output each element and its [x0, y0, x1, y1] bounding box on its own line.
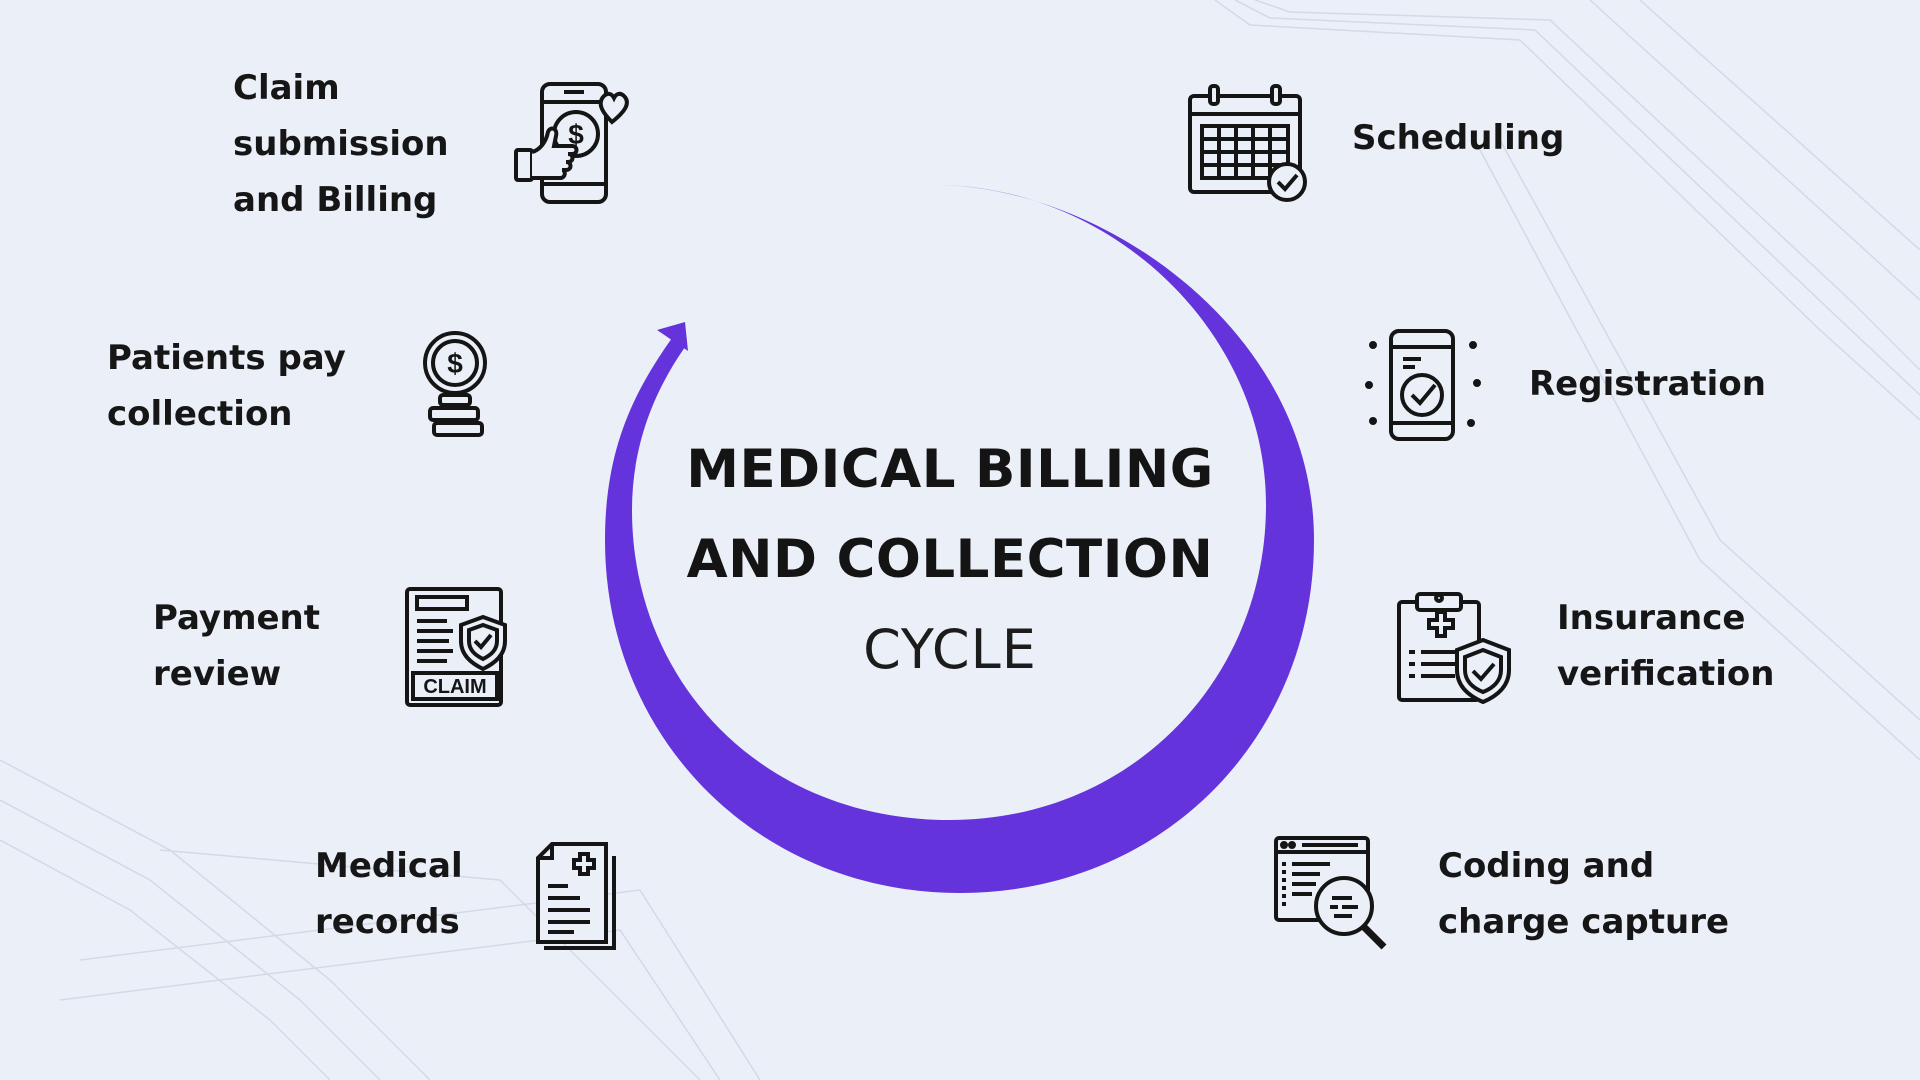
- title-line-2: AND COLLECTION: [686, 529, 1214, 590]
- step-label-claim-submission-billing: Claim submission and Billing: [233, 68, 449, 220]
- step-label-payment-review: Payment review: [153, 598, 321, 694]
- medical-document-icon: [536, 842, 616, 950]
- cycle-title: MEDICAL BILLING AND COLLECTION CYCLE: [620, 425, 1280, 695]
- calendar-check-icon: [1188, 84, 1307, 202]
- step-label-medical-records: Medical records: [315, 846, 463, 942]
- title-line-3: CYCLE: [863, 618, 1037, 681]
- step-label-insurance-verification: Insurance verification: [1557, 598, 1775, 694]
- clipboard-shield-icon: [1397, 592, 1511, 705]
- step-label-patients-pay-collection: Patients pay collection: [107, 338, 346, 434]
- step-label-coding-charge-capture: Coding and charge capture: [1438, 846, 1730, 942]
- svg-text:$: $: [447, 348, 463, 379]
- claim-document-icon: CLAIM: [405, 587, 507, 707]
- phone-check-icon: [1365, 329, 1481, 441]
- title-line-1: MEDICAL BILLING: [686, 439, 1214, 500]
- step-label-registration: Registration: [1529, 364, 1766, 404]
- code-search-icon: [1274, 836, 1387, 950]
- step-label-scheduling: Scheduling: [1352, 118, 1565, 158]
- arrow-head: [657, 322, 688, 351]
- coin-stack-icon: $: [423, 331, 487, 437]
- svg-text:CLAIM: CLAIM: [423, 676, 486, 698]
- phone-payment-icon: $: [514, 82, 629, 204]
- svg-text:$: $: [568, 119, 584, 150]
